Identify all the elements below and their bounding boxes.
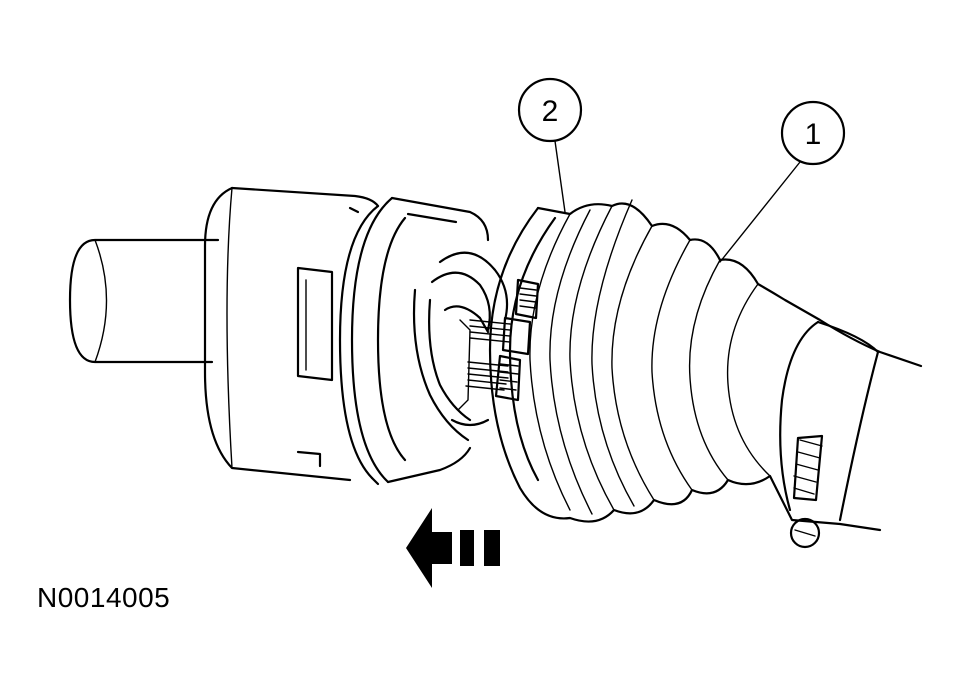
cv-boot bbox=[488, 199, 923, 532]
housing-rim bbox=[338, 196, 490, 486]
inner-boot-clamp bbox=[494, 278, 540, 402]
figure-id-label: N0014005 bbox=[37, 582, 171, 613]
callout-2-label: 2 bbox=[542, 95, 559, 128]
joint-housing bbox=[203, 186, 380, 482]
callout-2: 2 bbox=[517, 77, 583, 213]
direction-arrow-left bbox=[406, 508, 500, 588]
callout-1-label: 1 bbox=[805, 118, 822, 151]
callout-1: 1 bbox=[719, 100, 846, 263]
outer-boot-clamp bbox=[779, 320, 880, 549]
tripod-spider bbox=[412, 251, 511, 442]
shaft-stub bbox=[68, 238, 220, 364]
